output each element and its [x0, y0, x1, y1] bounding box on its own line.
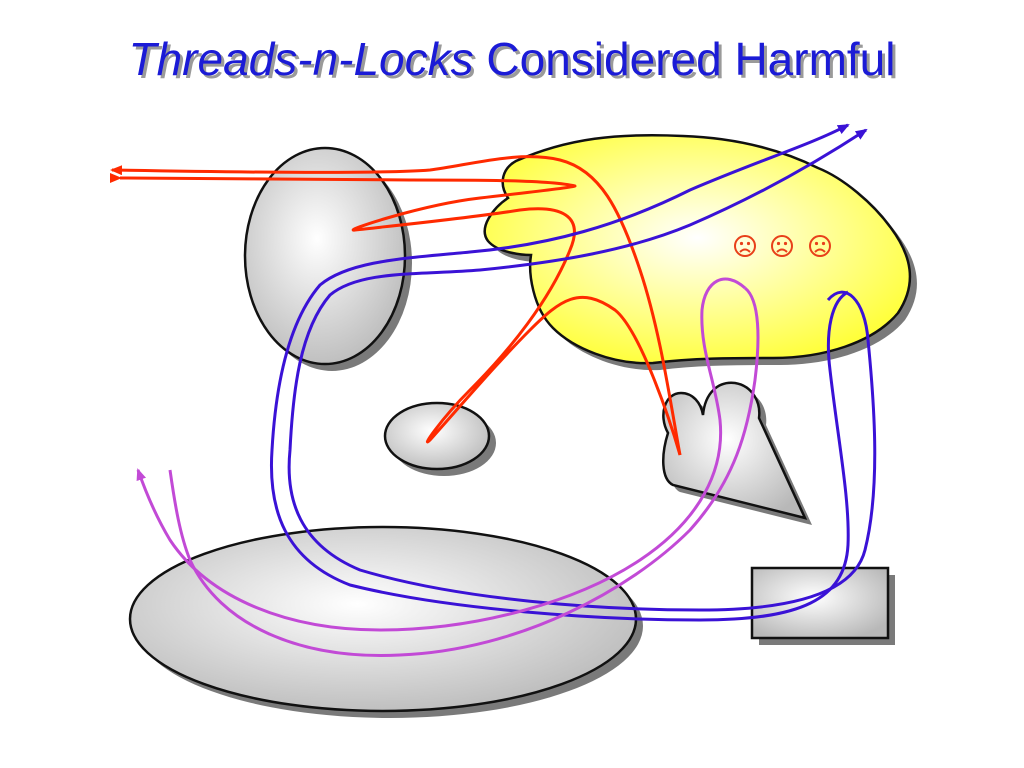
red-thread-path	[118, 173, 682, 456]
sad-face-icon	[809, 235, 831, 257]
sad-face-icon	[771, 235, 793, 257]
purple-thread-path-2	[168, 286, 760, 657]
blue-thread-path-2	[269, 123, 850, 622]
resource-large-ellipse	[128, 525, 638, 713]
sad-face-icon	[734, 235, 756, 257]
resource-small-ellipse	[383, 401, 491, 471]
resource-heart-shape	[662, 381, 808, 520]
sad-faces-group	[734, 235, 831, 257]
resource-tall-ellipse	[243, 146, 407, 366]
slide-title: Threads-n-Locks Considered Harmful	[0, 34, 1024, 85]
title-rest-part: Considered Harmful	[473, 33, 896, 85]
blue-thread-path-1	[287, 128, 877, 612]
shared-state-blob	[483, 133, 912, 365]
resource-rectangle	[750, 566, 890, 640]
title-italic-part: Threads-n-Locks	[128, 33, 474, 85]
red-thread-return	[110, 155, 682, 456]
